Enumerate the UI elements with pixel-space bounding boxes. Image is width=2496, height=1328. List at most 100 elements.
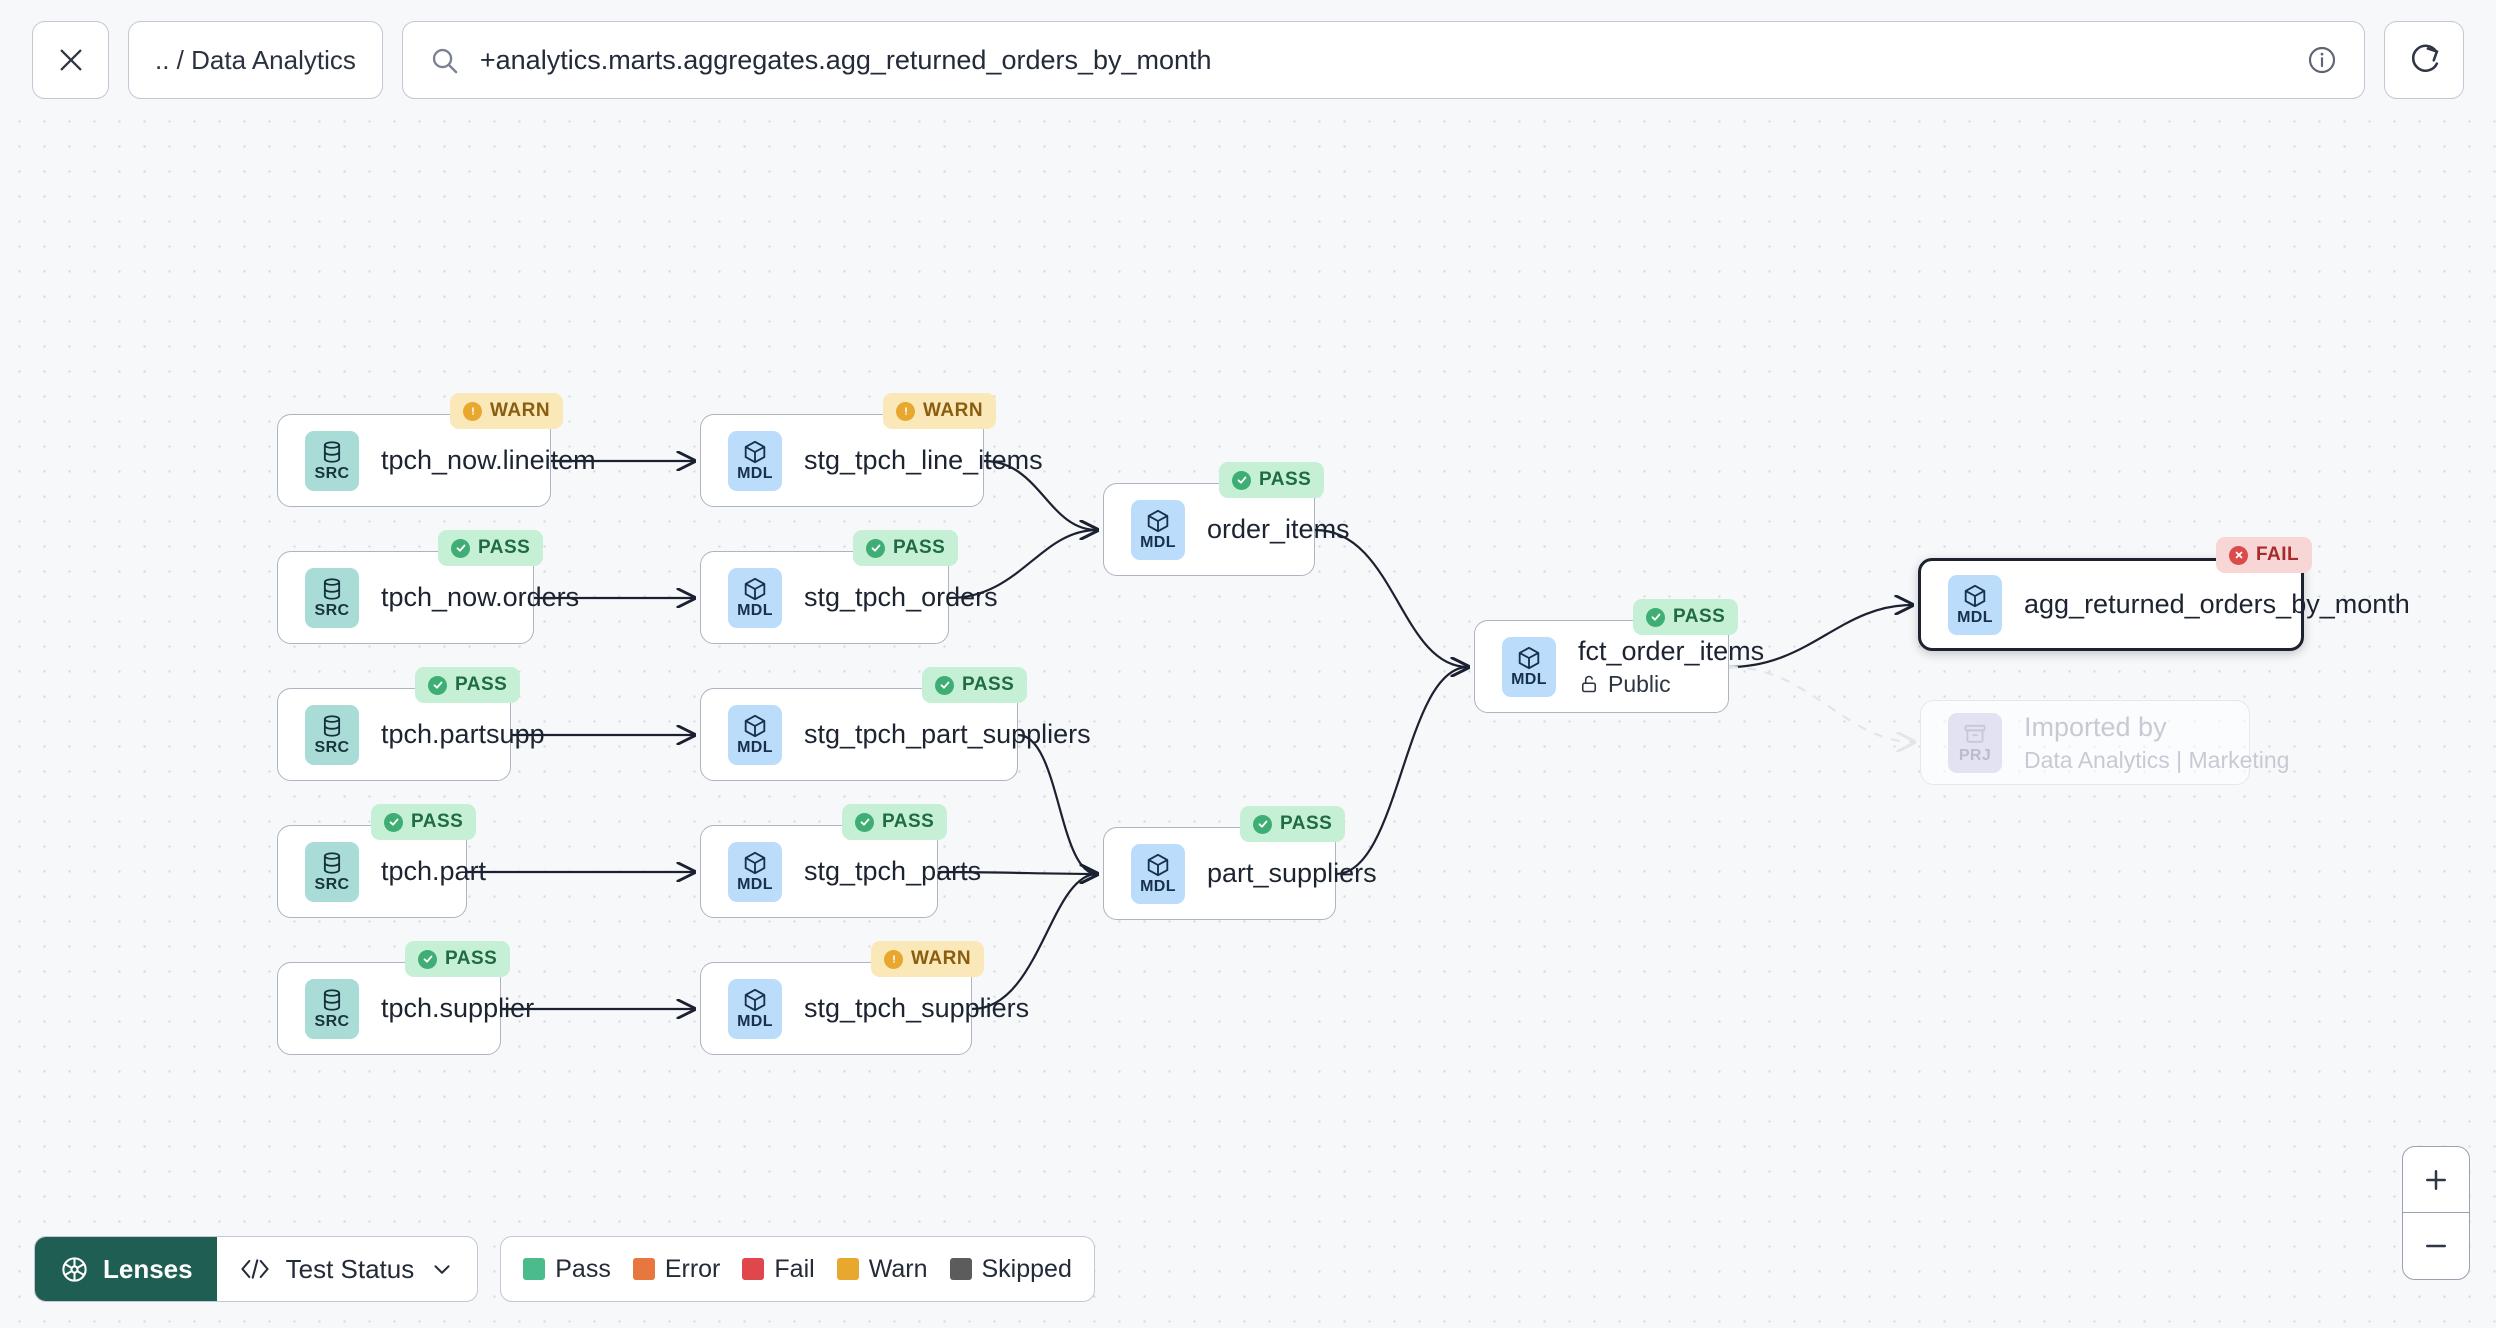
minus-icon	[2421, 1231, 2451, 1261]
lenses-group: Lenses Test Status	[34, 1236, 479, 1302]
node-type-label: SRC	[314, 739, 350, 756]
node-title: stg_tpch_line_items	[804, 444, 1043, 475]
node-type-label: SRC	[314, 1013, 350, 1030]
node-type-label: MDL	[1957, 609, 1993, 626]
mdl-type-badge: MDL	[728, 704, 782, 765]
status-badge-pass: PASS	[415, 667, 521, 703]
mdl-type-badge: MDL	[1131, 499, 1185, 560]
prj-icon	[1962, 721, 1988, 747]
node-type-label: MDL	[1511, 671, 1547, 688]
mdl-type-badge: MDL	[1502, 636, 1556, 697]
status-badge-warn: WARN	[871, 941, 985, 977]
info-icon[interactable]	[2306, 44, 2338, 76]
mdl-icon	[1516, 645, 1542, 671]
status-icon	[935, 675, 954, 695]
node-title: fct_order_items	[1578, 635, 1765, 666]
status-icon	[428, 675, 447, 695]
node-subtitle: Public	[1578, 671, 1728, 697]
status-label: WARN	[911, 948, 972, 969]
mdl-type-badge: MDL	[1948, 574, 2002, 635]
breadcrumb[interactable]: .. / Data Analytics	[128, 21, 383, 99]
zoom-in-button[interactable]	[2403, 1147, 2469, 1213]
node-title: stg_tpch_suppliers	[804, 992, 1030, 1023]
node-type-label: MDL	[737, 739, 773, 756]
src-icon	[319, 439, 345, 465]
legend-swatch	[836, 1258, 859, 1280]
legend-item-fail[interactable]: Fail	[742, 1254, 815, 1284]
lineage-node-tpch_partsupp[interactable]: SRC tpch.partsupp	[277, 688, 545, 781]
node-type-label: MDL	[737, 1013, 773, 1030]
test-status-dropdown[interactable]: Test Status	[217, 1237, 478, 1301]
node-title: tpch.partsupp	[381, 718, 545, 749]
plus-icon	[2421, 1165, 2451, 1195]
zoom-out-button[interactable]	[2403, 1213, 2469, 1279]
search-input[interactable]	[479, 44, 2286, 76]
src-icon	[319, 850, 345, 876]
mdl-type-badge: MDL	[728, 567, 782, 628]
mdl-type-badge: MDL	[728, 841, 782, 902]
status-badge-fail: FAIL	[2216, 537, 2313, 573]
lenses-button[interactable]: Lenses	[35, 1237, 217, 1301]
node-type-label: PRJ	[1958, 747, 1992, 764]
node-type-label: MDL	[1140, 534, 1176, 551]
status-badge-pass: PASS	[842, 804, 948, 840]
src-type-badge: SRC	[305, 430, 359, 491]
legend-item-skipped[interactable]: Skipped	[949, 1255, 1072, 1284]
mdl-icon	[742, 439, 768, 465]
src-icon	[319, 987, 345, 1013]
search-bar[interactable]	[401, 21, 2365, 99]
mdl-icon	[742, 576, 768, 602]
node-title: order_items	[1207, 513, 1350, 544]
legend-item-pass[interactable]: Pass	[523, 1255, 611, 1284]
mdl-icon	[1145, 508, 1171, 534]
status-label: PASS	[962, 674, 1015, 695]
status-label: PASS	[893, 537, 946, 558]
src-type-badge: SRC	[305, 567, 359, 628]
node-subtitle: Data Analytics | Marketing	[2024, 746, 2290, 773]
lineage-node-stg_tpch_suppliers[interactable]: MDL stg_tpch_suppliers	[700, 962, 1030, 1055]
refresh-button[interactable]	[2384, 21, 2464, 99]
status-badge-pass: PASS	[1633, 599, 1739, 635]
status-icon	[463, 401, 482, 421]
refresh-icon	[2406, 42, 2442, 78]
aperture-icon	[59, 1254, 90, 1285]
legend-label: Warn	[868, 1254, 928, 1283]
legend-label: Pass	[555, 1254, 611, 1283]
status-icon	[1253, 814, 1272, 834]
mdl-icon	[1962, 583, 1988, 609]
lineage-node-stg_tpch_orders[interactable]: MDL stg_tpch_orders	[700, 551, 998, 644]
src-icon	[319, 576, 345, 602]
legend-item-error[interactable]: Error	[632, 1255, 720, 1284]
status-icon	[855, 812, 874, 832]
lock-icon	[1578, 673, 1600, 695]
src-icon	[319, 713, 345, 739]
status-badge-pass: PASS	[405, 941, 511, 977]
top-toolbar: .. / Data Analytics	[0, 0, 2496, 120]
mdl-type-badge: MDL	[728, 978, 782, 1039]
status-icon	[418, 949, 437, 969]
status-legend: Pass Error Fail Warn Skipped	[500, 1236, 1095, 1302]
prj-type-badge: PRJ	[1948, 712, 2002, 773]
status-label: PASS	[455, 674, 508, 695]
legend-label: Fail	[774, 1254, 815, 1283]
search-icon	[429, 45, 460, 76]
mdl-icon	[742, 713, 768, 739]
mdl-icon	[742, 850, 768, 876]
legend-swatch	[523, 1258, 546, 1280]
lineage-node-order_items[interactable]: MDL order_items	[1103, 483, 1350, 576]
mdl-icon	[1145, 852, 1171, 878]
close-button[interactable]	[32, 21, 109, 99]
node-title: stg_tpch_orders	[804, 581, 998, 612]
legend-item-warn[interactable]: Warn	[836, 1254, 928, 1284]
